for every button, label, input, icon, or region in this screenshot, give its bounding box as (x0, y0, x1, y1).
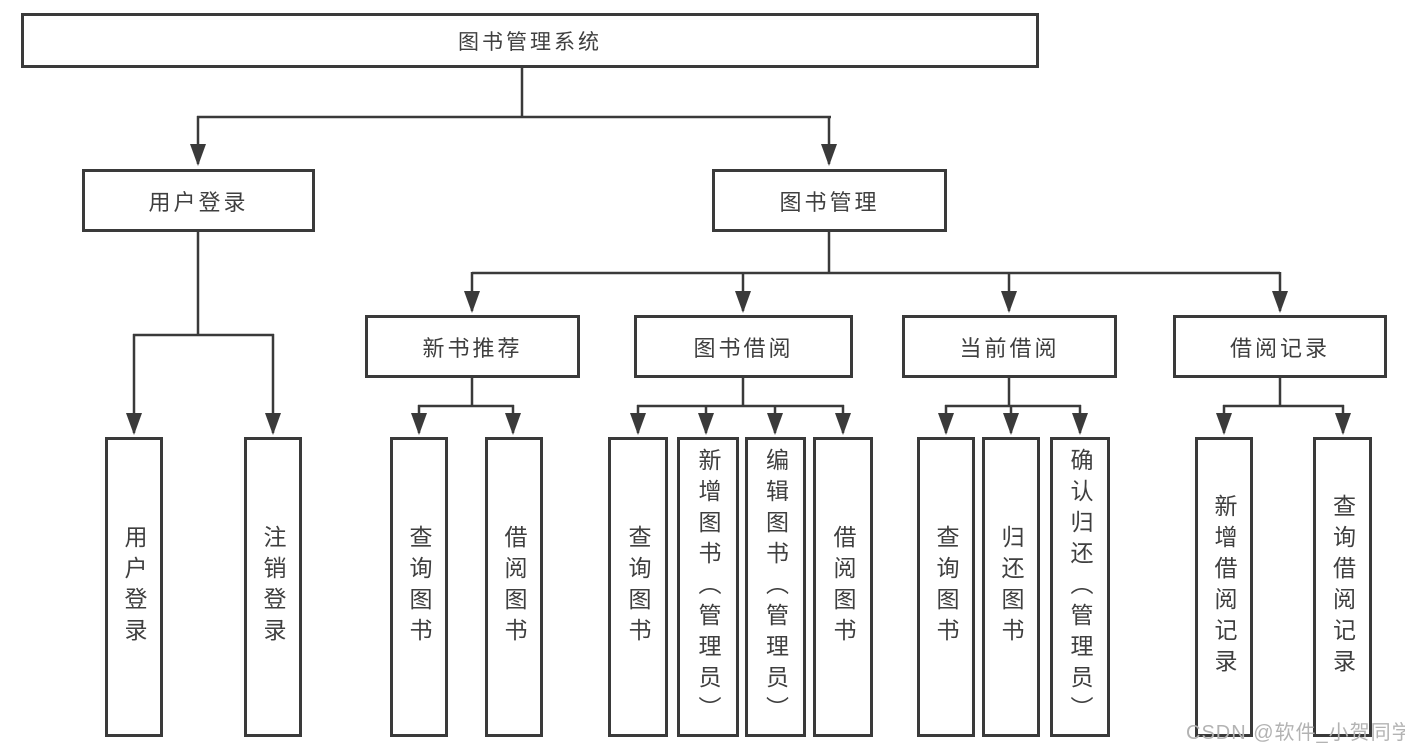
node-root: 图书管理系统 (21, 13, 1039, 68)
leaf-br-query-record-label: 查询借阅记录 (1329, 494, 1356, 680)
leaf-cb-confirm-return-label: 确认归还（管理员） (1067, 447, 1093, 727)
leaf-bb-add-book-label: 新增图书（管理员） (695, 447, 721, 727)
node-book-borrow: 图书借阅 (634, 315, 853, 378)
csdn-watermark: CSDN @软件_小贺同学 (1186, 722, 1405, 744)
leaf-user-login: 用户登录 (105, 437, 163, 737)
leaf-br-add-record: 新增借阅记录 (1195, 437, 1253, 737)
node-current-borrow-label: 当前借阅 (959, 335, 1060, 361)
leaf-cb-return-book-label: 归还图书 (998, 525, 1024, 649)
node-borrow-records: 借阅记录 (1173, 315, 1387, 378)
leaf-bb-edit-book: 编辑图书（管理员） (745, 437, 806, 737)
leaf-logout-label: 注销登录 (260, 525, 286, 649)
node-new-book-recommend: 新书推荐 (365, 315, 580, 378)
node-book-borrow-label: 图书借阅 (693, 335, 794, 361)
leaf-logout: 注销登录 (244, 437, 302, 737)
leaf-bb-borrow-book: 借阅图书 (813, 437, 873, 737)
leaf-bb-query-book: 查询图书 (608, 437, 668, 737)
leaf-cb-confirm-return: 确认归还（管理员） (1050, 437, 1110, 737)
leaf-br-query-record: 查询借阅记录 (1313, 437, 1372, 737)
leaf-user-login-label: 用户登录 (121, 525, 147, 649)
leaf-bb-edit-book-label: 编辑图书（管理员） (762, 447, 789, 727)
leaf-cb-query-book: 查询图书 (917, 437, 975, 737)
node-current-borrow: 当前借阅 (902, 315, 1117, 378)
node-root-label: 图书管理系统 (458, 30, 602, 54)
leaf-bb-add-book: 新增图书（管理员） (677, 437, 739, 737)
leaf-cb-query-book-label: 查询图书 (933, 525, 959, 649)
node-book-management-label: 图书管理 (779, 189, 880, 215)
node-borrow-records-label: 借阅记录 (1229, 335, 1330, 361)
leaf-bb-query-book-label: 查询图书 (625, 525, 651, 649)
leaf-cb-return-book: 归还图书 (982, 437, 1040, 737)
node-user-login-label: 用户登录 (148, 189, 249, 215)
leaf-nb-borrow-book-label: 借阅图书 (501, 525, 527, 649)
leaf-nb-borrow-book: 借阅图书 (485, 437, 543, 737)
leaf-br-add-record-label: 新增借阅记录 (1211, 494, 1237, 680)
node-new-book-recommend-label: 新书推荐 (422, 335, 523, 361)
node-book-management: 图书管理 (712, 169, 947, 232)
node-user-login: 用户登录 (82, 169, 315, 232)
leaf-bb-borrow-book-label: 借阅图书 (830, 525, 856, 649)
leaf-nb-query-book: 查询图书 (390, 437, 448, 737)
leaf-nb-query-book-label: 查询图书 (406, 525, 432, 649)
